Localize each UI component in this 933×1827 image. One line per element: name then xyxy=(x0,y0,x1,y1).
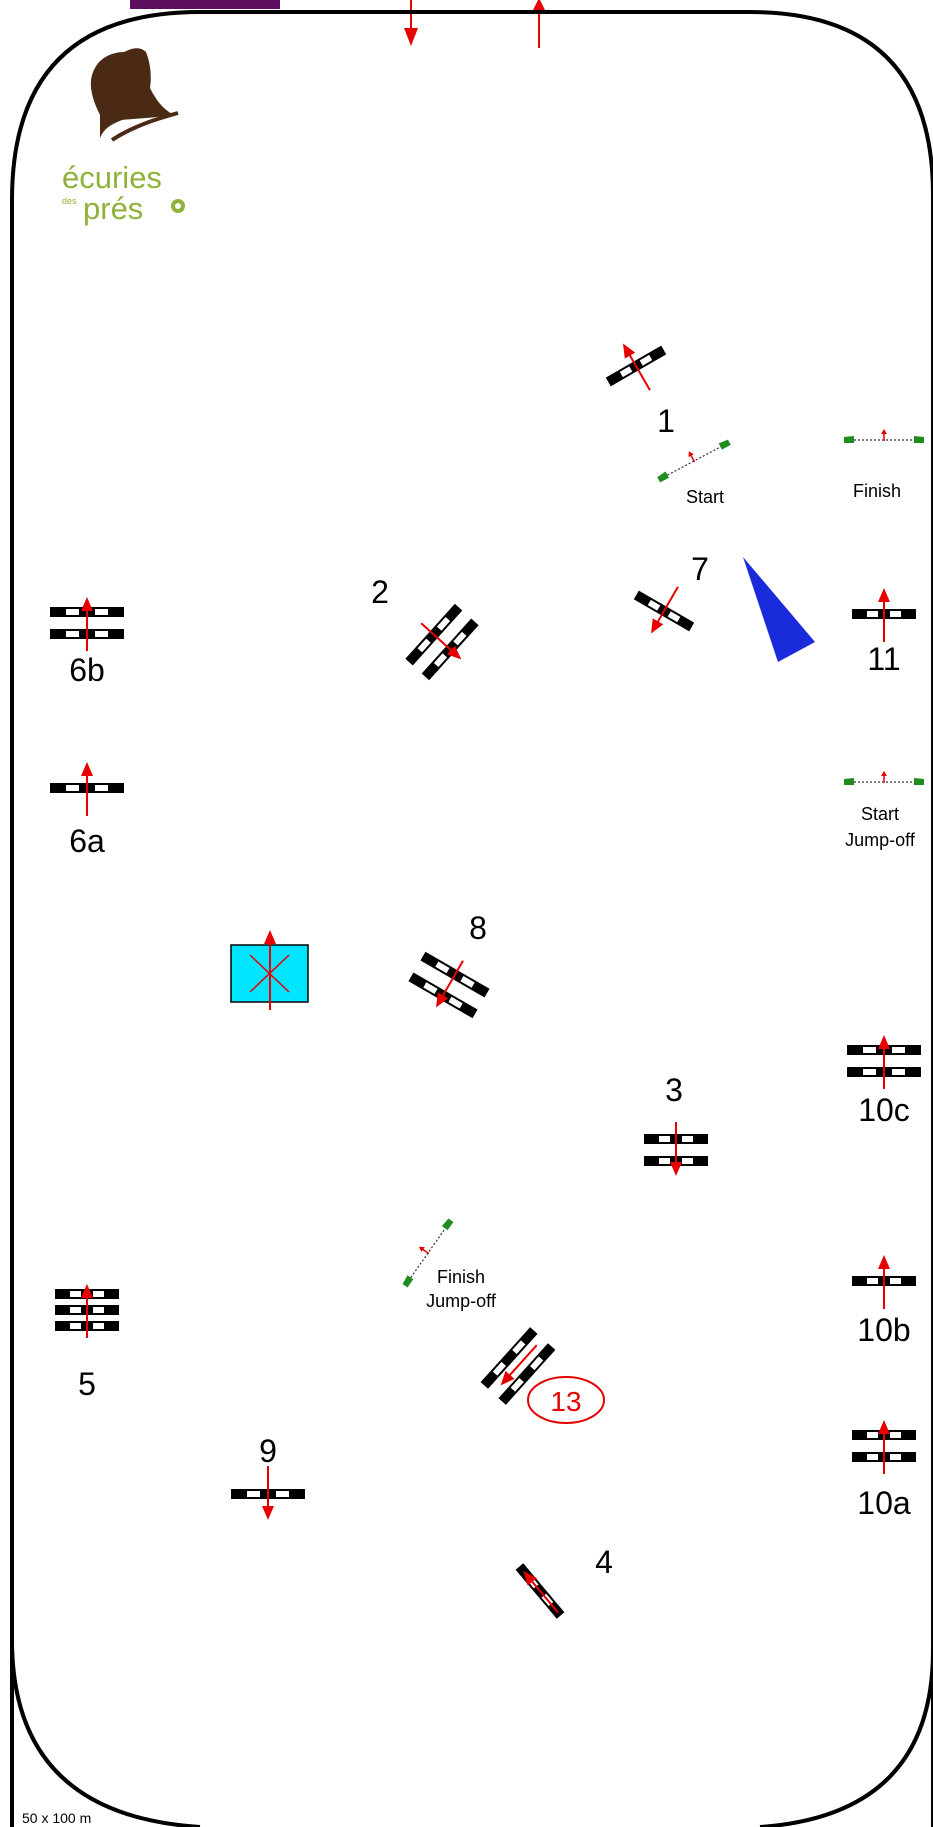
fence-1 xyxy=(605,339,667,395)
finish-line xyxy=(843,428,925,444)
fence-5 xyxy=(55,1283,119,1339)
club-logo: écuries des prés xyxy=(62,48,185,226)
fence-8 xyxy=(408,951,490,1019)
fence-13-circle xyxy=(527,1376,605,1424)
gate-arrow-in xyxy=(404,0,418,46)
fence-6a xyxy=(50,761,124,817)
finish-jumpoff-label-2: Jump-off xyxy=(426,1291,497,1311)
start-jumpoff-line xyxy=(843,770,925,786)
logo-text-small: des xyxy=(62,196,77,206)
start-line xyxy=(652,431,732,484)
blue-marker xyxy=(743,557,815,662)
horse-head-icon xyxy=(90,48,172,138)
arena-size-label: 50 x 100 m xyxy=(22,1810,91,1826)
fence-5-number: 5 xyxy=(78,1366,96,1402)
fence-13-number: 13 xyxy=(550,1386,581,1417)
gate-arrow-out xyxy=(532,0,546,48)
finish-label: Finish xyxy=(853,481,901,501)
fence-6b xyxy=(50,596,124,652)
fence-6a-number: 6a xyxy=(69,823,105,859)
fence-2 xyxy=(405,603,479,681)
start-jumpoff-label-1: Start xyxy=(861,804,899,824)
finish-jumpoff-label-1: Finish xyxy=(437,1267,485,1287)
fence-10b-number: 10b xyxy=(857,1312,910,1348)
fence-11-number: 11 xyxy=(867,641,900,677)
fence-10a xyxy=(852,1419,916,1475)
fence-4-number: 4 xyxy=(595,1544,613,1580)
water-jump xyxy=(230,930,309,1010)
fence-4 xyxy=(515,1563,565,1619)
fence-6b-number: 6b xyxy=(69,652,105,688)
fence-10b xyxy=(852,1254,916,1310)
start-jumpoff-label-2: Jump-off xyxy=(845,830,916,850)
fence-3-number: 3 xyxy=(665,1072,683,1108)
fence-9 xyxy=(231,1465,305,1521)
logo-text-line2: prés xyxy=(83,191,143,226)
fence-13 xyxy=(480,1327,556,1405)
entrance-banner xyxy=(130,0,280,9)
fence-2-number: 2 xyxy=(371,574,389,610)
fence-3 xyxy=(644,1121,708,1177)
fence-9-number: 9 xyxy=(259,1433,277,1469)
start-label: Start xyxy=(686,487,724,507)
fence-1-number: 1 xyxy=(657,403,675,439)
fence-11 xyxy=(852,587,916,643)
logo-text-line1: écuries xyxy=(62,160,162,195)
arena-rail xyxy=(10,10,933,1827)
fence-10c-number: 10c xyxy=(858,1092,910,1128)
fence-10a-number: 10a xyxy=(857,1485,911,1521)
fence-7-number: 7 xyxy=(691,551,709,587)
fence-10c xyxy=(847,1034,921,1090)
fence-8-number: 8 xyxy=(469,910,487,946)
